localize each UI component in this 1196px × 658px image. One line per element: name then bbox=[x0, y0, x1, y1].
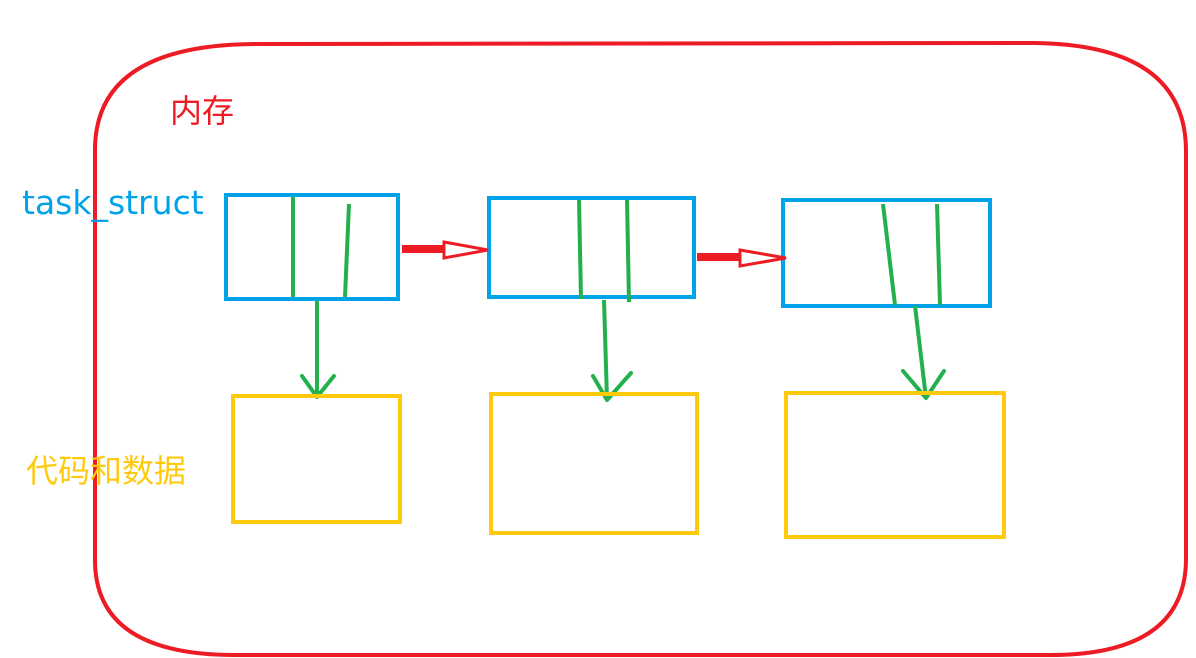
link-arrow-1-to-2 bbox=[402, 240, 489, 260]
memory-label: 内存 bbox=[170, 92, 235, 130]
task-struct-2-field-divider-1 bbox=[577, 199, 583, 300]
pointer-arrow-2 bbox=[591, 299, 633, 402]
code-data-block-3 bbox=[784, 391, 1006, 539]
task-struct-node-3 bbox=[781, 198, 992, 308]
pointer-arrow-3 bbox=[901, 305, 946, 400]
task-struct-box-3 bbox=[781, 198, 992, 308]
code-data-block-1 bbox=[231, 394, 402, 524]
code-data-label: 代码和数据 bbox=[26, 452, 187, 490]
task-struct-1-field-divider-2 bbox=[343, 203, 351, 298]
task-struct-3-field-divider-2 bbox=[935, 203, 942, 306]
task-struct-3-field-divider-1 bbox=[881, 203, 897, 306]
code-data-block-2 bbox=[489, 392, 699, 535]
memory-region bbox=[93, 40, 1188, 657]
task-struct-node-2 bbox=[487, 196, 696, 303]
task-struct-box-1 bbox=[224, 193, 400, 301]
task-struct-2-field-divider-2 bbox=[625, 199, 631, 303]
task-struct-label: task_struct bbox=[22, 183, 204, 222]
task-struct-box-2 bbox=[487, 196, 696, 299]
pointer-arrow-1 bbox=[300, 301, 336, 399]
link-arrow-2-to-3 bbox=[697, 248, 787, 268]
task-struct-node-1 bbox=[224, 193, 400, 301]
